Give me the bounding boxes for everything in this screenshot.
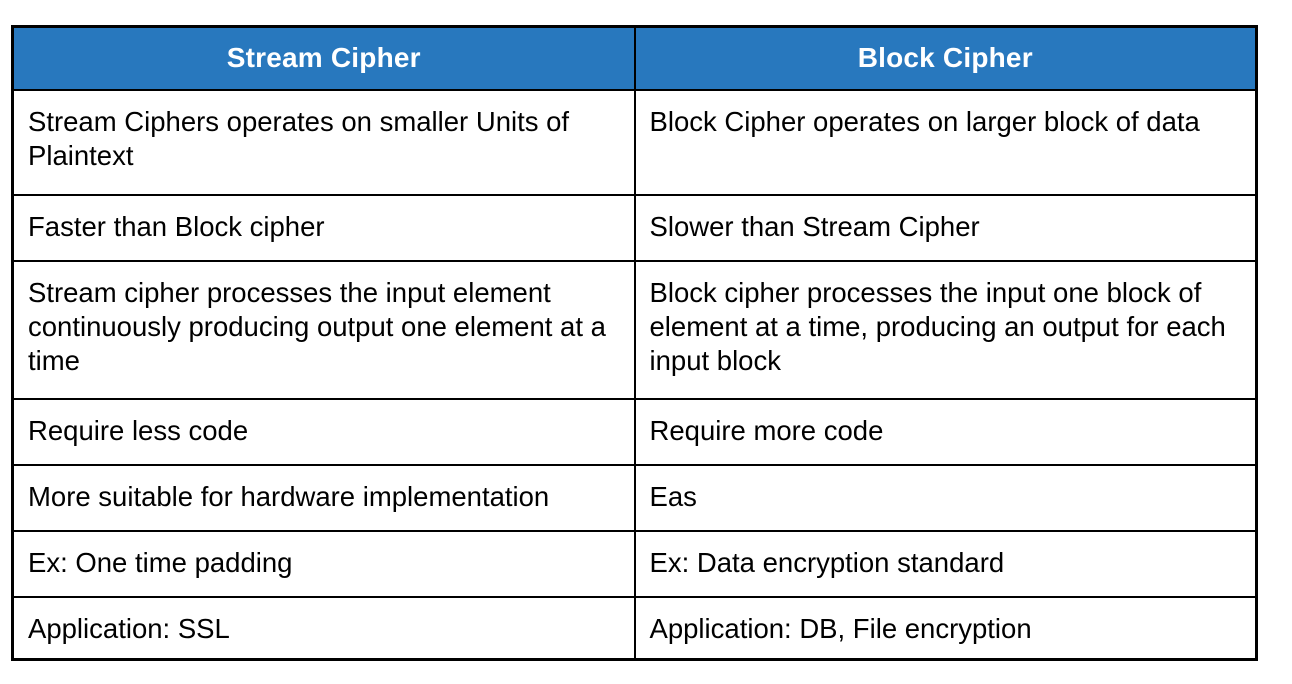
table-row: Application: SSL Application: DB, File e…: [11, 595, 1258, 661]
cell-stream-units: Stream Ciphers operates on smaller Units…: [11, 88, 636, 196]
cell-block-example: Ex: Data encryption standard: [633, 529, 1258, 598]
table-row: Require less code Require more code: [11, 397, 1258, 466]
cell-block-speed: Slower than Stream Cipher: [633, 193, 1258, 262]
cell-block-suitability: Eas: [633, 463, 1258, 532]
cell-block-code: Require more code: [633, 397, 1258, 466]
cell-block-application: Application: DB, File encryption: [633, 595, 1258, 661]
comparison-table-container: Stream Cipher Block Cipher Stream Cipher…: [11, 25, 1258, 661]
table-row: More suitable for hardware implementatio…: [11, 463, 1258, 532]
table-header: Stream Cipher Block Cipher: [11, 25, 1258, 91]
table-row: Faster than Block cipher Slower than Str…: [11, 193, 1258, 262]
cell-stream-code: Require less code: [11, 397, 636, 466]
column-header-block-cipher: Block Cipher: [633, 25, 1258, 91]
table-row: Stream cipher processes the input elemen…: [11, 259, 1258, 400]
table-row: Stream Ciphers operates on smaller Units…: [11, 88, 1258, 196]
cell-stream-suitability: More suitable for hardware implementatio…: [11, 463, 636, 532]
cell-block-processing: Block cipher processes the input one blo…: [633, 259, 1258, 400]
cell-stream-processing: Stream cipher processes the input elemen…: [11, 259, 636, 400]
header-row: Stream Cipher Block Cipher: [11, 25, 1258, 91]
table-row: Ex: One time padding Ex: Data encryption…: [11, 529, 1258, 598]
cell-stream-application: Application: SSL: [11, 595, 636, 661]
table-body: Stream Ciphers operates on smaller Units…: [11, 88, 1258, 661]
cell-block-units: Block Cipher operates on larger block of…: [633, 88, 1258, 196]
cell-stream-example: Ex: One time padding: [11, 529, 636, 598]
column-header-stream-cipher: Stream Cipher: [11, 25, 636, 91]
cell-stream-speed: Faster than Block cipher: [11, 193, 636, 262]
cipher-comparison-table: Stream Cipher Block Cipher Stream Cipher…: [11, 25, 1258, 661]
